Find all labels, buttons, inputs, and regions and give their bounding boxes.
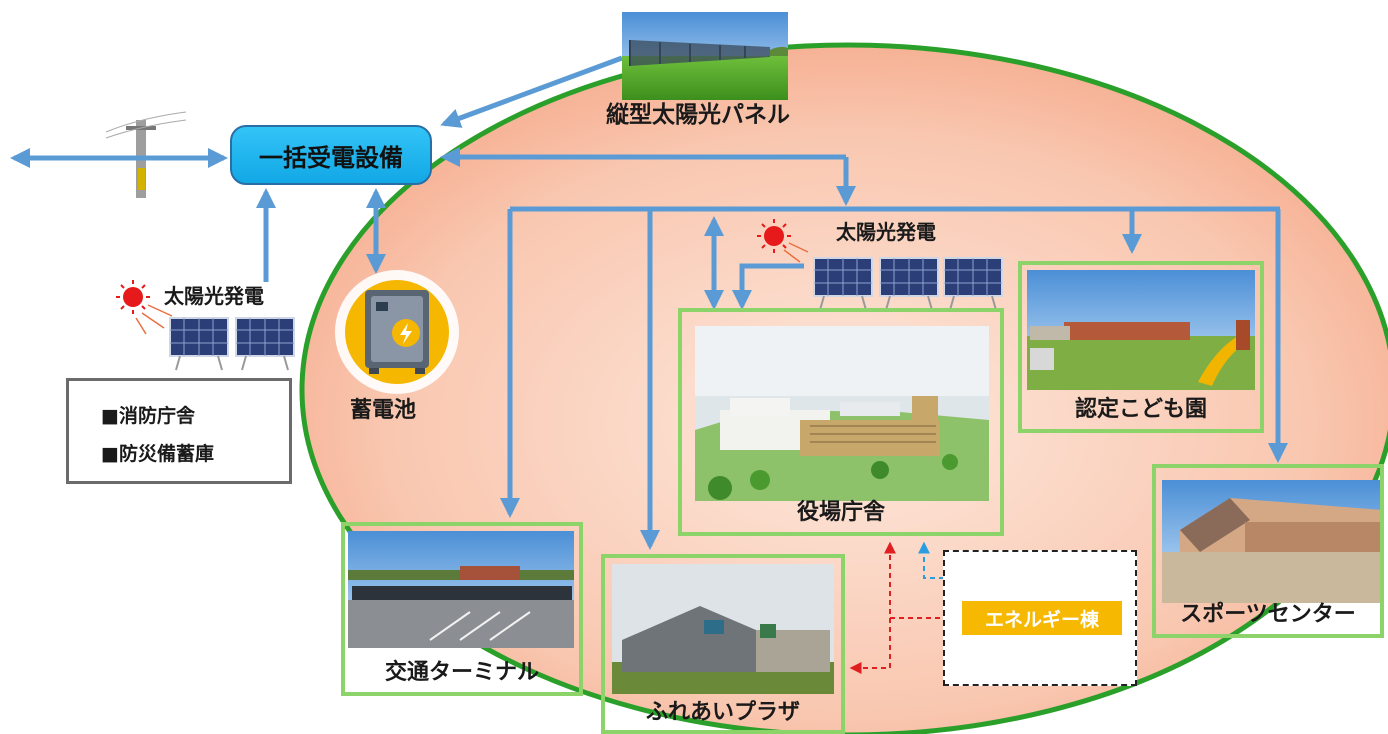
fureai-plaza-box: ふれあいプラザ — [601, 554, 845, 734]
town-hall-box: 役場庁舎 — [678, 308, 1004, 536]
battery-icon — [335, 270, 459, 394]
transit-terminal-label: 交通ターミナル — [384, 660, 539, 685]
town-hall-photo — [695, 326, 989, 501]
dashed-energy-town-hall-blue — [918, 541, 944, 579]
sun-icon-left — [116, 280, 173, 335]
solar-center-label: 太陽光発電 — [836, 220, 936, 244]
bulk-power-receiving-facility: 一括受電設備 — [230, 125, 432, 185]
list-item: ■防災備蓄庫 — [101, 443, 214, 465]
fureai-plaza-label: ふれあいプラザ — [645, 700, 800, 725]
kindergarten-label: 認定こども園 — [1074, 397, 1207, 422]
arrow-vertical-solar-hub — [440, 55, 623, 128]
fureai-plaza-photo — [612, 564, 834, 694]
disaster-facility-list: ■消防庁舎 ■防災備蓄庫 — [66, 378, 292, 484]
vertical-solar-photo — [622, 12, 788, 100]
list-item: ■消防庁舎 — [101, 405, 195, 427]
energy-building-label: エネルギー棟 — [962, 601, 1122, 635]
transit-terminal-photo — [348, 531, 574, 648]
sports-center-label: スポーツセンター — [1180, 602, 1356, 627]
sun-icon-center — [757, 219, 809, 263]
kindergarten-photo — [1027, 270, 1255, 390]
battery-label: 蓄電池 — [350, 398, 417, 423]
vertical-solar-label: 縦型太陽光パネル — [606, 102, 790, 128]
solar-panels-center — [813, 257, 1003, 311]
arrow-center-solar-town-hall — [732, 263, 804, 310]
kindergarten-box: 認定こども園 — [1018, 261, 1264, 433]
transit-terminal-box: 交通ターミナル — [341, 522, 583, 696]
sports-center-photo — [1162, 480, 1382, 603]
sports-center-box: スポーツセンター — [1152, 464, 1384, 638]
hub-label: 一括受電設備 — [259, 143, 403, 172]
solar-panels-left — [169, 317, 295, 371]
town-hall-label: 役場庁舎 — [796, 500, 885, 525]
dashed-energy-plaza-red — [849, 618, 891, 674]
utility-pole-icon — [105, 111, 187, 198]
solar-left-label: 太陽光発電 — [164, 284, 264, 308]
